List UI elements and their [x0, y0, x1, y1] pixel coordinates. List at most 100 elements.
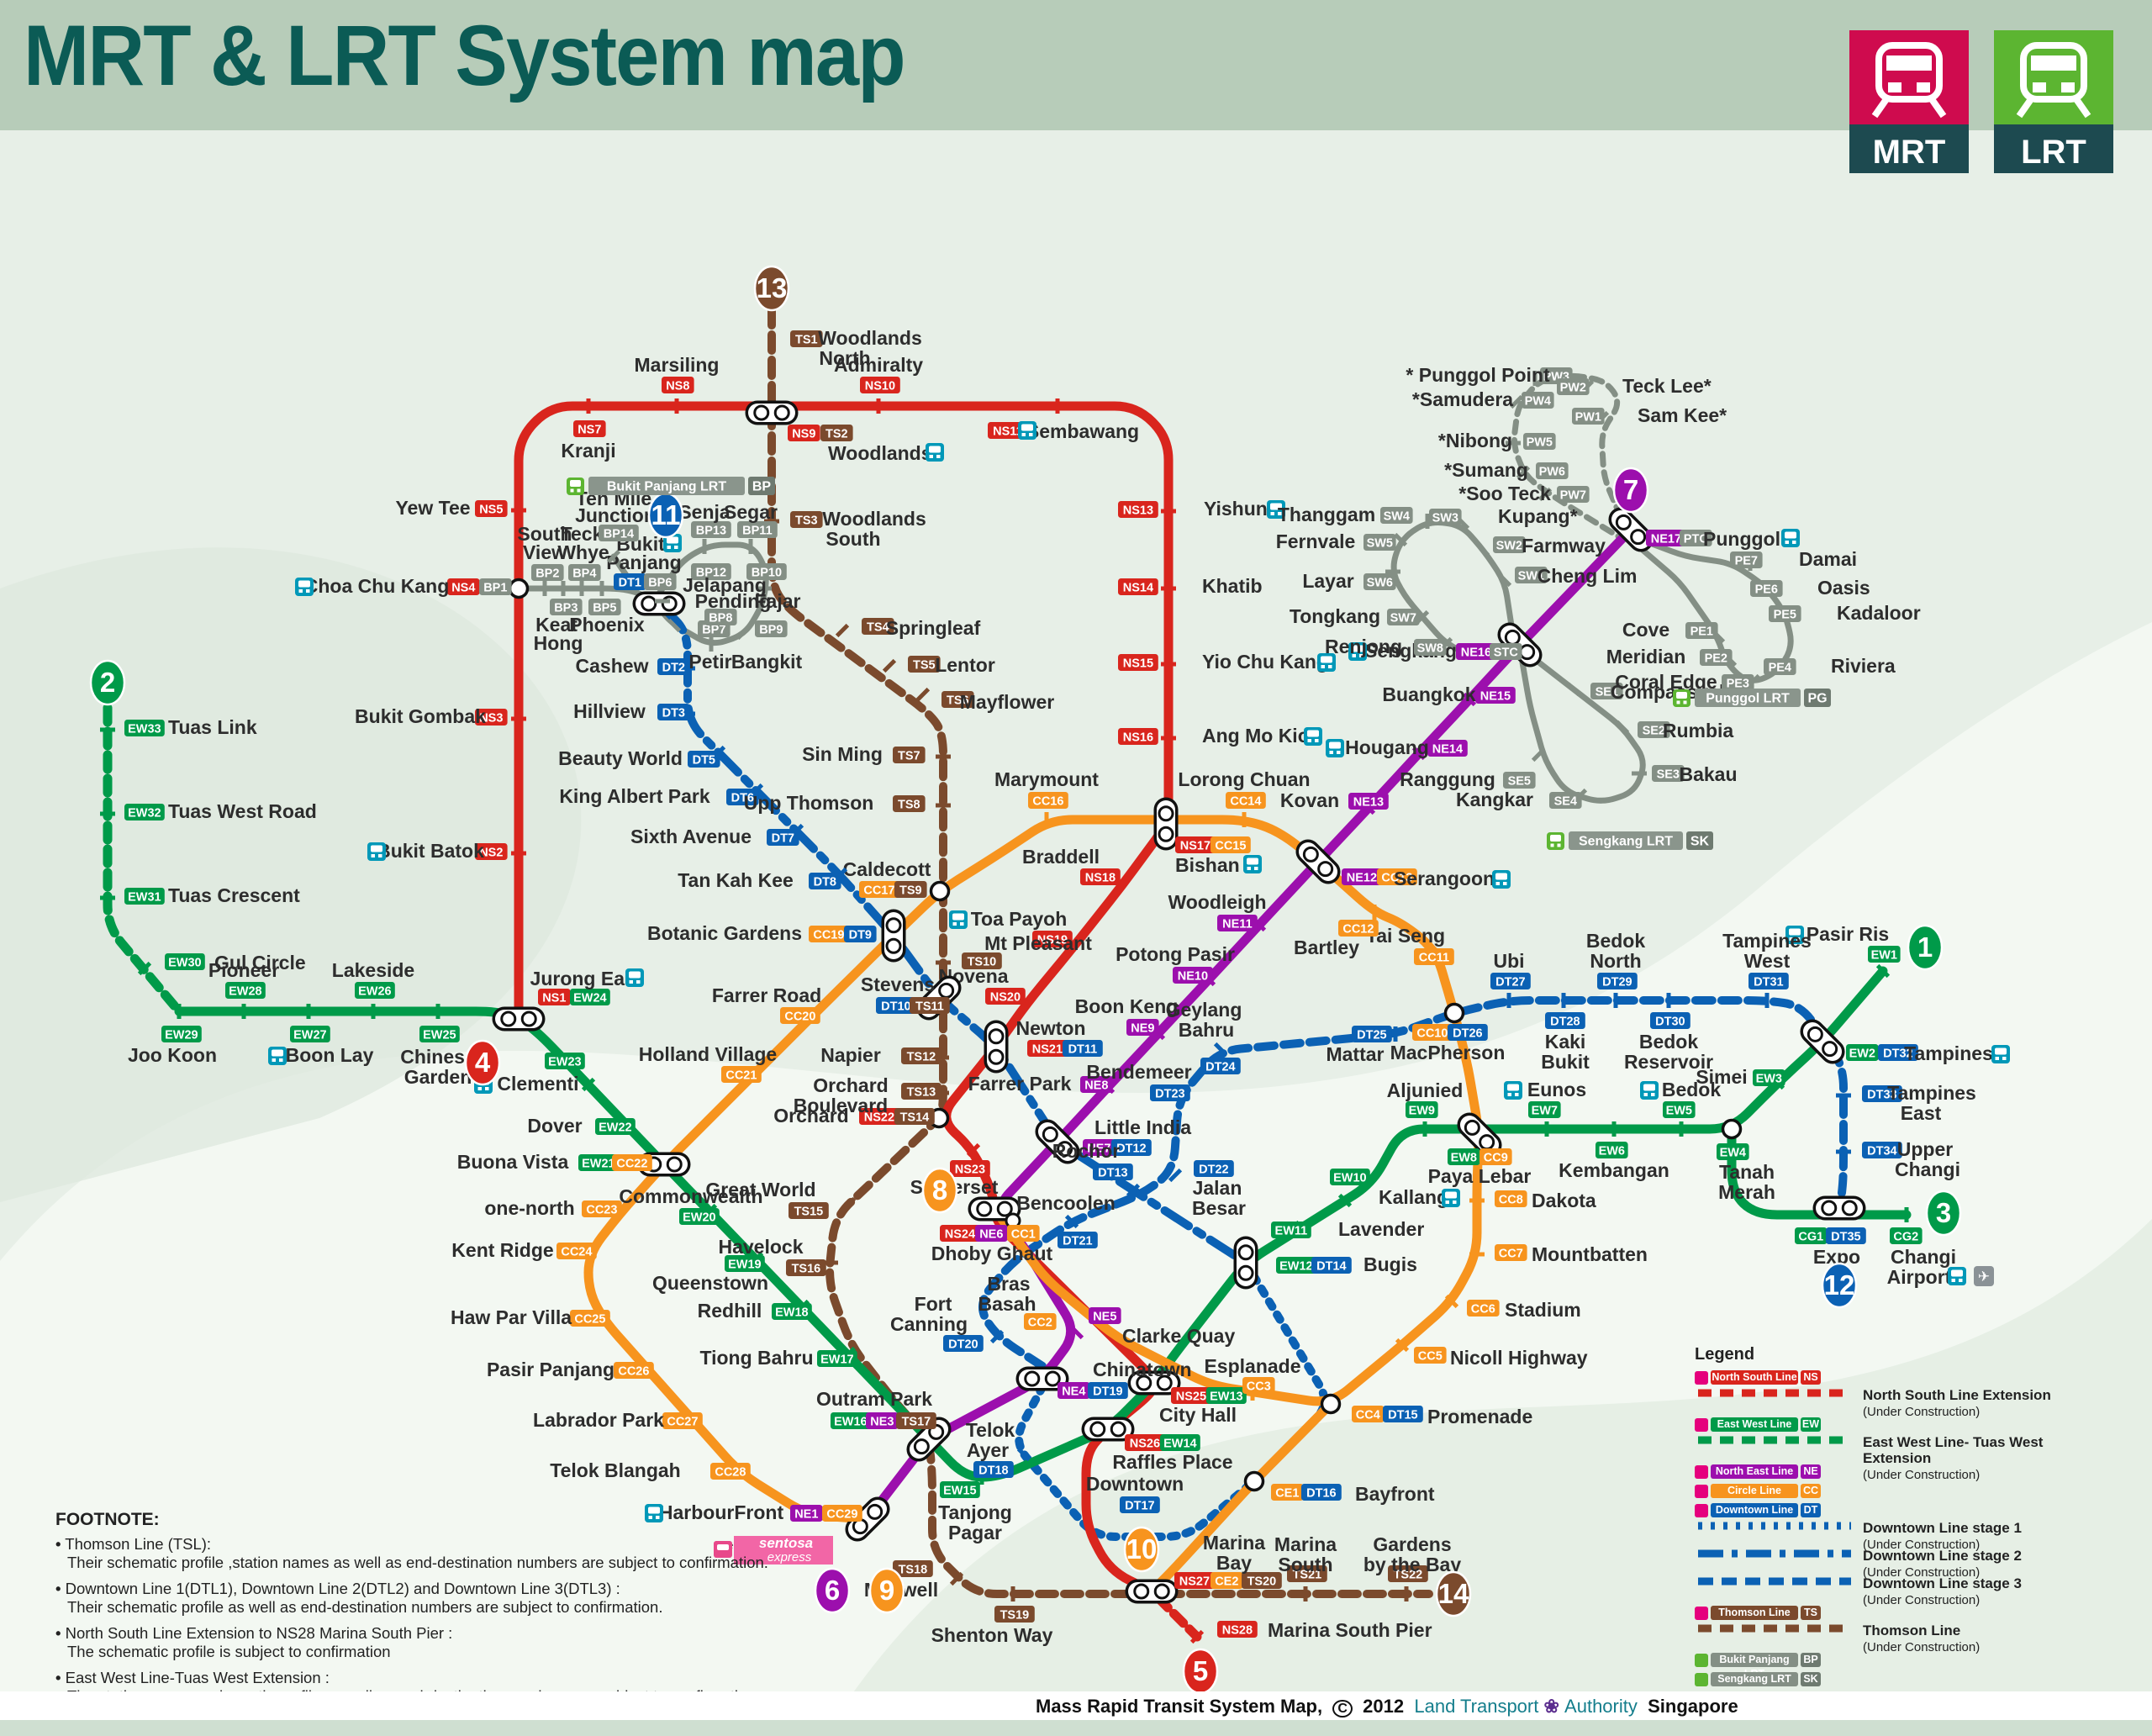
- code-badge: [124, 804, 165, 821]
- svg-text:NS15: NS15: [1123, 657, 1153, 671]
- station-label: Eunos: [1527, 1079, 1586, 1100]
- station-tick: [1566, 682, 1581, 697]
- terminal-number-7: 7: [1612, 467, 1649, 514]
- code-badge: [985, 988, 1026, 1005]
- svg-text:CC14: CC14: [1230, 795, 1261, 809]
- svg-text:DT15: DT15: [1388, 1409, 1417, 1422]
- svg-text:NS26: NS26: [1130, 1438, 1160, 1451]
- code-badge: [1217, 1621, 1258, 1638]
- station-tick: [1509, 394, 1524, 409]
- station-label: Fort: [915, 1293, 952, 1315]
- code-badge: [755, 620, 788, 637]
- bus-interchange-icon: [1991, 1045, 2010, 1063]
- svg-text:CC27: CC27: [667, 1416, 698, 1429]
- line-east-west-tuas-extension: [103, 703, 184, 1016]
- code-badge: [943, 1335, 984, 1352]
- svg-text:DT31: DT31: [1754, 976, 1783, 989]
- station-label: Hougang: [1345, 736, 1429, 758]
- station-label: Kent Ridge: [451, 1239, 553, 1261]
- code-badge: [950, 1160, 990, 1177]
- svg-text:DT17: DT17: [1125, 1500, 1154, 1513]
- svg-text:BP2: BP2: [535, 567, 559, 581]
- station-label: Mayflower: [960, 691, 1055, 713]
- svg-text:NE17: NE17: [1651, 533, 1681, 546]
- svg-text:EW30: EW30: [168, 957, 202, 970]
- svg-text:SE5: SE5: [1508, 775, 1531, 789]
- station-label: North: [1590, 950, 1641, 972]
- bus-interchange-icon: [1781, 529, 1800, 547]
- terminal-number-6: 6: [814, 1567, 851, 1614]
- svg-text:EW29: EW29: [165, 1029, 198, 1042]
- code-badge: [908, 656, 941, 673]
- station-tick: [1126, 1183, 1141, 1198]
- svg-text:STC: STC: [1494, 646, 1519, 660]
- station-label: Boulevard: [794, 1095, 888, 1116]
- code-badge: [894, 1108, 935, 1125]
- legend-row-12: Thomson Line(Under Construction): [1698, 1623, 1981, 1654]
- svg-text:NE13: NE13: [1353, 796, 1384, 810]
- station-label: Pending: [695, 590, 772, 612]
- station-label: Marina South Pier: [1268, 1619, 1432, 1641]
- station-label: Boon Keng: [1075, 995, 1179, 1017]
- svg-text:NS10: NS10: [865, 380, 895, 393]
- svg-text:BP7: BP7: [702, 624, 725, 637]
- code-badge: [1271, 1222, 1311, 1238]
- svg-text:BP11: BP11: [742, 525, 772, 538]
- station-label: HarbourFront: [659, 1501, 784, 1523]
- svg-text:PW6: PW6: [1539, 466, 1565, 479]
- code-badge: [1522, 392, 1554, 409]
- station-tick: [1189, 1629, 1205, 1644]
- station-label: Tampines: [1887, 1082, 1976, 1104]
- code-badge: [1480, 1148, 1512, 1165]
- svg-text:10: 10: [1126, 1533, 1158, 1565]
- footnote-item-1: • Thomson Line (TSL):Their schematic pro…: [55, 1535, 768, 1571]
- code-badge: [809, 926, 849, 942]
- code-badge: [1427, 740, 1468, 757]
- station-punggol-point: PW3* Punggol Point: [1406, 364, 1573, 386]
- svg-text:TS7: TS7: [898, 750, 920, 763]
- svg-text:PW2: PW2: [1560, 382, 1586, 395]
- station-label: Tanjong: [938, 1501, 1012, 1523]
- code-badge: [1352, 1406, 1385, 1422]
- code-badge: [124, 888, 165, 905]
- svg-text:EW18: EW18: [775, 1306, 809, 1320]
- code-badge: [290, 1026, 330, 1042]
- station-label: Chinese: [400, 1046, 475, 1068]
- station-label: Newton: [1015, 1017, 1085, 1039]
- station-label: Petir: [688, 651, 731, 673]
- station-tick: [1516, 465, 1531, 480]
- terminal-number-2: 2: [89, 659, 126, 706]
- svg-text:CC5: CC5: [1418, 1350, 1443, 1364]
- code-badge: [1549, 792, 1582, 809]
- code-badge: [1868, 946, 1901, 963]
- station-label: Bakau: [1679, 763, 1737, 785]
- code-badge: [910, 997, 950, 1014]
- code-badge: [1111, 1139, 1152, 1156]
- code-badge: [789, 1202, 829, 1219]
- footer-credit: Mass Rapid Transit System Map, C 2012 La…: [1036, 1696, 1738, 1718]
- station-label: Bedok: [1586, 930, 1646, 952]
- station-tick: [1411, 746, 1427, 761]
- interchange-circle: [1443, 1002, 1465, 1024]
- station-label: City Hall: [1159, 1404, 1237, 1426]
- lta-ribbon-icon: ❀: [1543, 1696, 1559, 1717]
- svg-text:DT18: DT18: [978, 1464, 1008, 1478]
